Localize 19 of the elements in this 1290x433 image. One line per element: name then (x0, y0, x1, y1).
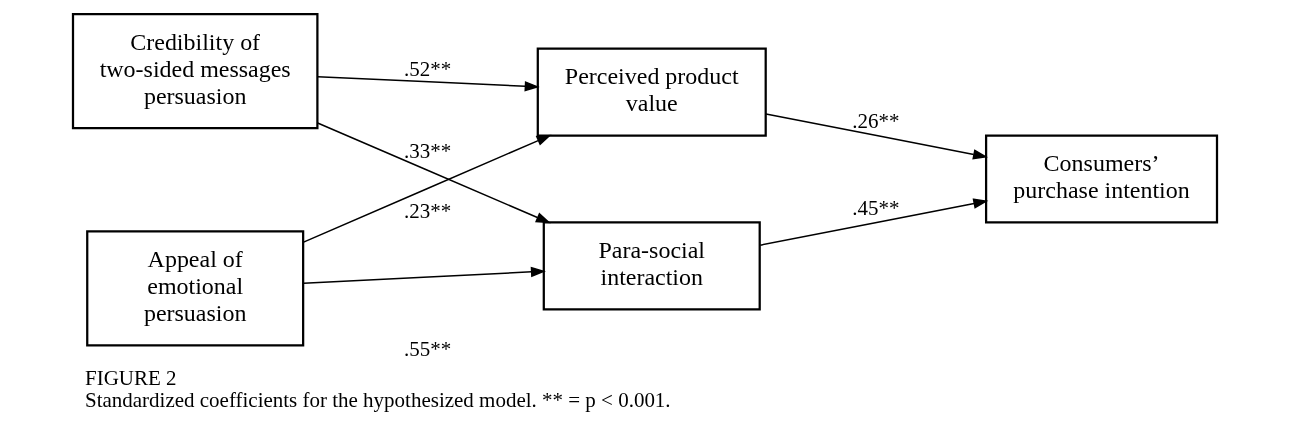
edge-label: .45** (852, 196, 900, 221)
edge-label: .23** (403, 199, 452, 224)
arrow (765, 113, 988, 160)
arrow (302, 266, 546, 284)
node-box: Consumers’ purchase intention (984, 134, 1219, 224)
edge-label: .52** (403, 56, 452, 81)
edge-label: .26** (852, 109, 900, 134)
edge-label: .55** (403, 337, 452, 362)
arrow (302, 134, 552, 243)
node-box: Perceived product value (536, 47, 767, 137)
edge-label: .33** (403, 139, 452, 164)
arrow (316, 75, 540, 92)
arrow (316, 122, 551, 224)
node-box: Para-social interaction (542, 221, 761, 311)
diagram-title: FIGURE 2 (84, 365, 177, 390)
node-box: Appeal of emotional persuasion (86, 230, 305, 347)
arrow (759, 198, 989, 246)
caption: Standardized coefficients for the hypothesized model. ** = p < 0.001. (84, 388, 671, 413)
node-box: Credibility of two-sided messages persuasion (71, 12, 319, 130)
